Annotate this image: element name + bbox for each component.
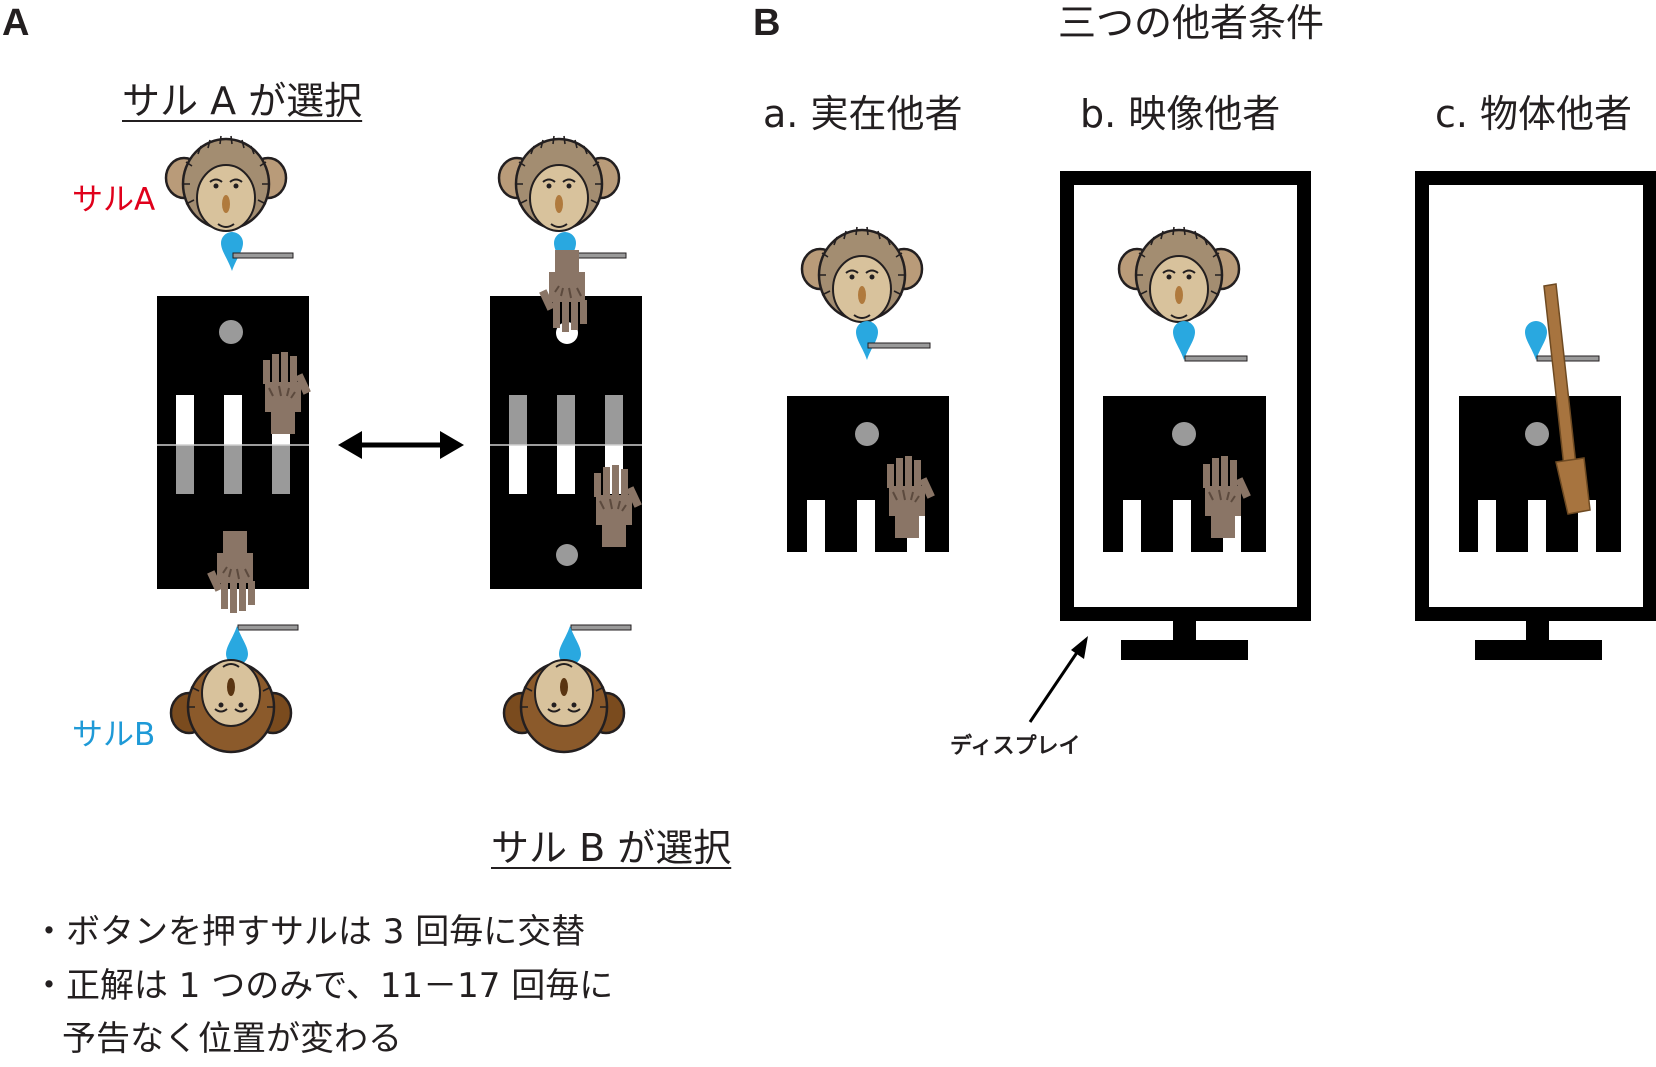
monkey-real-head [802, 227, 922, 322]
button-bar-1-right-mirror [509, 445, 527, 494]
monkey-b-head-left [171, 660, 291, 752]
note-line-3: 予告なく位置が変わる [62, 1022, 402, 1056]
button-bar-2-right-mirror [557, 445, 575, 494]
monkey-a-head-left [166, 136, 286, 231]
note-line-1: ・ボタンを押すサルは 3 回毎に交替 [32, 915, 585, 949]
juice-drop-a-left [221, 232, 243, 271]
title-monkey-b-chooses: サル B が選択 [491, 829, 731, 867]
button-bar-2-right [557, 395, 575, 445]
title-monkey-a-chooses: サル A が選択 [122, 82, 362, 120]
monkey-video-head [1119, 227, 1239, 322]
screen-video [1103, 396, 1266, 552]
display-pointer-arrow-icon [1030, 636, 1088, 722]
condition-video-label: b. 映像他者 [1080, 95, 1280, 133]
juice-drop-video [1173, 321, 1195, 360]
condition-real-label: a. 実在他者 [763, 95, 962, 133]
button-bar-1 [176, 395, 194, 445]
panel-b-title: 三つの他者条件 [1058, 4, 1324, 42]
screen-real [787, 396, 949, 552]
monkey-b-head-right [504, 660, 624, 752]
note-line-2: ・正解は 1 つのみで、11－17 回毎に [32, 969, 613, 1003]
button-bar-3-mirror [272, 445, 290, 494]
swap-double-arrow-icon [338, 431, 464, 459]
button-bar-2-mirror [224, 445, 242, 494]
panel-a-letter: A [2, 4, 29, 42]
fixation-dot-bottom-right [556, 544, 578, 566]
juice-drop-object [1525, 321, 1547, 360]
monkey-a-head-right [499, 136, 619, 231]
juice-spout-video [1185, 356, 1247, 361]
screen-object [1459, 396, 1621, 552]
button-bar-3-right [605, 395, 623, 445]
juice-spout-real [868, 343, 930, 348]
juice-drop-real [856, 321, 878, 360]
button-bar-1-right [509, 395, 527, 445]
button-bar-2 [224, 395, 242, 445]
button-bar-1-mirror [176, 445, 194, 494]
condition-object-label: c. 物体他者 [1435, 95, 1632, 133]
juice-spout-object [1537, 356, 1599, 361]
juice-spout-a-left [233, 253, 293, 258]
panel-b-letter: B [753, 4, 780, 42]
fixation-dot-top [219, 320, 243, 344]
juice-spout-b-left [238, 625, 298, 630]
display-label: ディスプレイ [950, 736, 1080, 758]
juice-spout-b-right [571, 625, 631, 630]
monkey-a-label: サルA [72, 185, 155, 216]
monkey-b-label: サルB [72, 720, 155, 751]
